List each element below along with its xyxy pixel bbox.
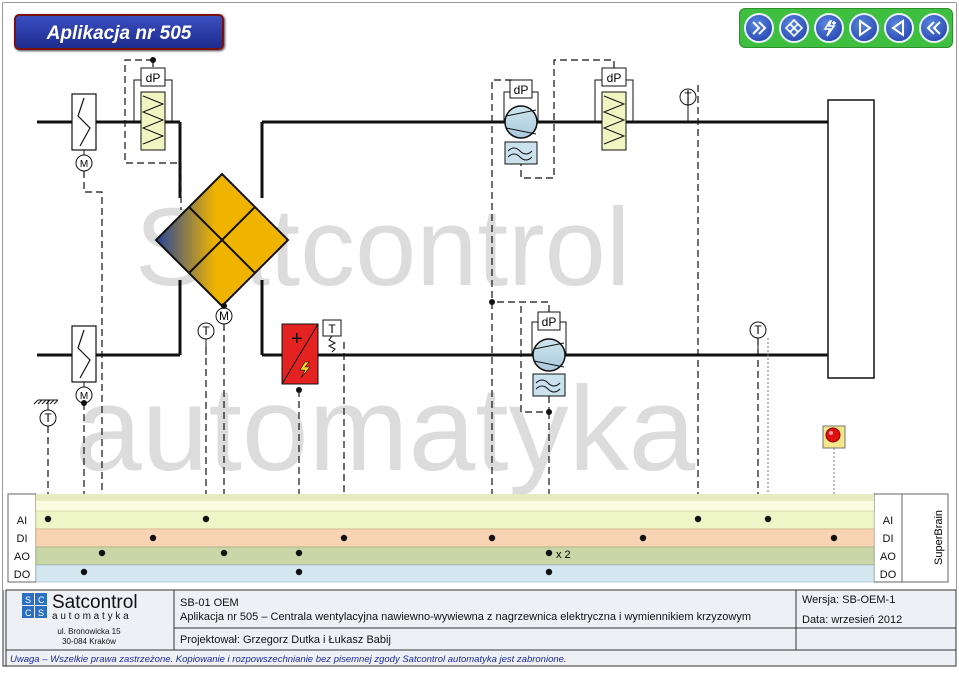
- lightning-plus-icon[interactable]: [814, 13, 844, 43]
- junction-dots: [81, 57, 552, 415]
- io-label-do: DO: [14, 569, 31, 581]
- filter-supply-1: dP: [133, 67, 173, 151]
- watermark-line2: automatyka: [75, 362, 696, 496]
- company-address-2: 30-084 Kraków: [62, 637, 116, 646]
- motor-label: M: [219, 309, 229, 323]
- project-date: Data: wrzesień 2012: [802, 614, 902, 626]
- navigation-toolbar: [739, 8, 953, 48]
- chevron-left-double-icon[interactable]: [919, 13, 949, 43]
- dp-label: dP: [542, 315, 557, 329]
- dp-label: dP: [146, 71, 161, 85]
- svg-text:S: S: [38, 608, 44, 618]
- temp-label: T: [44, 411, 52, 425]
- cross-heat-exchanger: [154, 172, 290, 308]
- temp-label: T: [328, 322, 336, 336]
- io-label-ai: AI: [17, 515, 27, 527]
- damper-supply: M: [71, 93, 97, 172]
- fan-supply: dP: [503, 79, 539, 165]
- play-forward-icon[interactable]: [849, 13, 879, 43]
- motor-label: M: [80, 159, 88, 170]
- io-bus: AI DI AO DO AI DI AO DO SuperBrain x 2: [7, 493, 949, 583]
- svg-text:C: C: [38, 595, 45, 605]
- dp-label: dP: [514, 83, 529, 97]
- io-label-di: DI: [17, 533, 28, 545]
- app-title: Aplikacja nr 505: [14, 14, 224, 50]
- svg-text:C: C: [25, 608, 32, 618]
- io-label-ao: AO: [14, 551, 30, 563]
- ahu-unit-box: [827, 99, 875, 379]
- project-version: Wersja: SB-OEM-1: [802, 594, 895, 606]
- temperature-sensors: T T M T T T: [33, 88, 767, 427]
- play-back-icon[interactable]: [884, 13, 914, 43]
- temp-label: T: [202, 324, 210, 338]
- temp-label: T: [754, 323, 762, 337]
- io-label-di: DI: [883, 533, 894, 545]
- io-label-ai: AI: [883, 515, 893, 527]
- svg-text:+: +: [291, 328, 303, 350]
- company-sub: a u t o m a t y k a: [52, 611, 129, 622]
- company-logo-icon: S C C S: [22, 593, 47, 618]
- copyright-notice: Uwaga – Wszelkie prawa zastrzeżone. Kopi…: [10, 654, 567, 665]
- svg-text:S: S: [25, 595, 31, 605]
- temp-label: T: [684, 90, 692, 104]
- motor-label: M: [80, 391, 88, 402]
- dp-label: dP: [607, 71, 622, 85]
- fan-exhaust: dP: [531, 311, 567, 397]
- multiplier-label: x 2: [556, 549, 571, 561]
- controller-label: SuperBrain: [933, 510, 945, 565]
- title-block: S C C S Satcontrol a u t o m a t y k a u…: [5, 589, 957, 667]
- project-code: SB-01 OEM: [180, 597, 239, 609]
- company-address-1: ul. Bronowicka 15: [57, 627, 121, 636]
- project-description: Aplikacja nr 505 – Centrala wentylacyjna…: [180, 611, 751, 623]
- fire-alarm-icon: [822, 425, 846, 449]
- chevron-right-double-icon[interactable]: [744, 13, 774, 43]
- damper-exhaust: M: [71, 325, 97, 404]
- io-label-ao: AO: [880, 551, 896, 563]
- electric-heater: +: [281, 323, 319, 385]
- filter-supply-2: dP: [594, 67, 634, 151]
- io-label-do: DO: [880, 569, 897, 581]
- crossed-grid-icon[interactable]: [779, 13, 809, 43]
- company-name: Satcontrol: [52, 592, 138, 613]
- project-designer: Projektował: Grzegorz Dutka i Łukasz Bab…: [180, 634, 391, 646]
